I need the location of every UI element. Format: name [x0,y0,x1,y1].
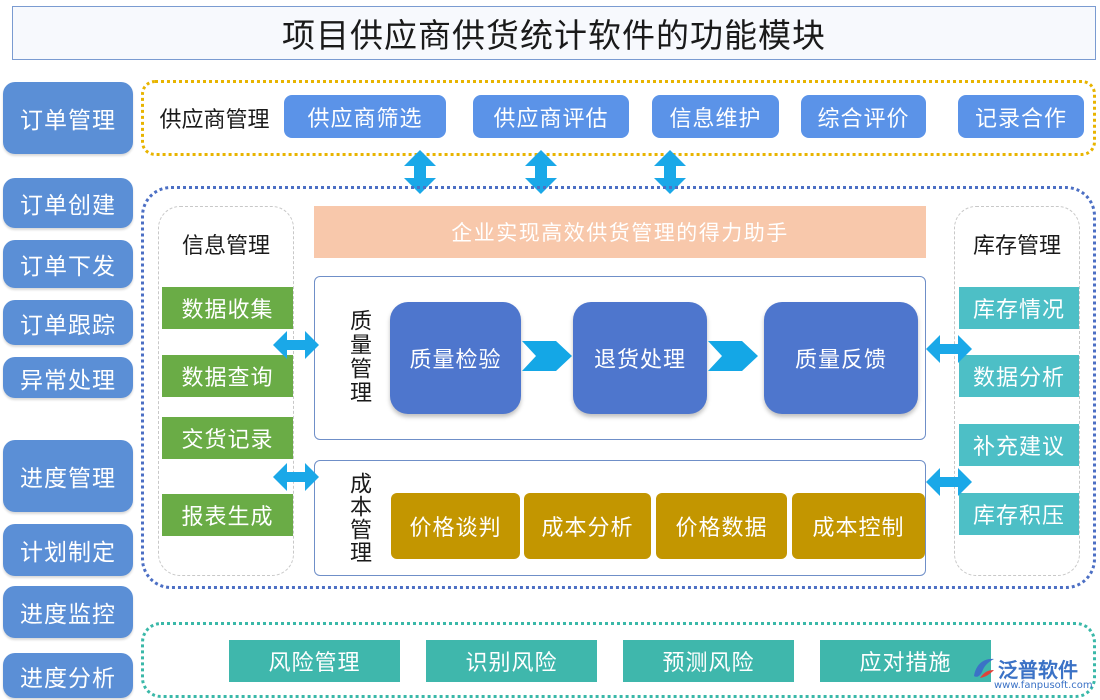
cooperation-record-button[interactable]: 记录合作 [958,95,1084,138]
double-arrow-horizontal-icon [273,463,319,491]
data-analysis-button[interactable]: 数据分析 [959,355,1079,397]
nav-item-order-tracking[interactable]: 订单跟踪 [3,300,133,345]
risk-management-button[interactable]: 风险管理 [229,640,400,682]
info-maintenance-button[interactable]: 信息维护 [652,95,779,138]
data-query-button[interactable]: 数据查询 [162,355,293,397]
quality-management-label: 质量管理 [340,292,376,422]
replenishment-suggestion-button[interactable]: 补充建议 [959,424,1079,466]
supplier-management-region [141,80,1096,156]
brand-logo: 泛普软件 www.fanpusoft.com [968,654,1096,694]
nav-label: 进度分析 [20,665,116,692]
double-arrow-vertical-icon [525,150,557,194]
delivery-record-button[interactable]: 交货记录 [162,417,293,459]
supplier-filter-button[interactable]: 供应商筛选 [284,95,446,138]
cost-control-button[interactable]: 成本控制 [792,493,925,559]
double-arrow-horizontal-icon [926,335,972,363]
cost-management-label: 成本管理 [340,466,376,570]
nav-item-plan-making[interactable]: 计划制定 [3,524,133,576]
nav-label: 订单创建 [20,193,116,219]
risk-identification-button[interactable]: 识别风险 [426,640,597,682]
risk-prediction-button[interactable]: 预测风险 [623,640,794,682]
supplier-management-label: 供应商管理 [159,108,270,133]
nav-label: 订单跟踪 [20,312,116,339]
nav-item-order-create[interactable]: 订单创建 [3,178,133,228]
page-title: 项目供应商供货统计软件的功能模块 [12,6,1096,60]
nav-label: 进度管理 [20,466,116,492]
quality-management-label-text: 质量管理 [346,309,371,405]
price-negotiation-button[interactable]: 价格谈判 [391,493,520,559]
inventory-backlog-button[interactable]: 库存积压 [959,493,1079,535]
inventory-management-title: 库存管理 [972,234,1061,259]
inventory-management-panel [954,206,1080,576]
page-title-text: 项目供应商供货统计软件的功能模块 [282,16,826,55]
chevron-right-arrow-icon [708,341,758,371]
double-arrow-vertical-icon [404,150,436,194]
nav-label: 异常处理 [20,367,116,394]
double-arrow-vertical-icon [654,150,686,194]
price-data-button[interactable]: 价格数据 [656,493,787,559]
brand-name: 泛普软件 [998,658,1078,682]
nav-label: 计划制定 [20,540,116,566]
info-management-panel [158,206,294,576]
supplier-evaluation-button[interactable]: 供应商评估 [473,95,629,138]
nav-label: 进度监控 [20,602,116,628]
nav-item-progress-monitoring[interactable]: 进度监控 [3,586,133,638]
cost-analysis-button[interactable]: 成本分析 [524,493,651,559]
data-collection-button[interactable]: 数据收集 [162,287,293,329]
nav-item-exception-handling[interactable]: 异常处理 [3,357,133,398]
info-management-title: 信息管理 [181,234,270,259]
nav-item-progress-analysis[interactable]: 进度分析 [3,653,133,698]
quality-inspection-button[interactable]: 质量检验 [390,302,521,414]
cost-management-label-text: 成本管理 [346,472,371,564]
brand-mark-icon [974,658,994,678]
main-module-region [141,186,1096,589]
risk-management-region [141,622,1096,698]
report-generation-button[interactable]: 报表生成 [162,494,293,536]
double-arrow-horizontal-icon [273,331,319,359]
return-processing-button[interactable]: 退货处理 [573,302,707,414]
comprehensive-evaluation-button[interactable]: 综合评价 [801,95,926,138]
nav-item-progress-management[interactable]: 进度管理 [3,440,133,512]
double-arrow-horizontal-icon [926,468,972,496]
inventory-status-button[interactable]: 库存情况 [959,287,1079,329]
nav-label: 订单管理 [20,108,116,134]
nav-label: 订单下发 [20,254,116,280]
quality-feedback-button[interactable]: 质量反馈 [764,302,918,414]
chevron-right-arrow-icon [522,341,572,371]
slogan-banner: 企业实现高效供货管理的得力助手 [314,206,926,258]
nav-item-order-management[interactable]: 订单管理 [3,82,133,154]
nav-item-order-dispatch[interactable]: 订单下发 [3,240,133,288]
brand-url: www.fanpusoft.com [994,680,1093,691]
countermeasures-button[interactable]: 应对措施 [820,640,991,682]
